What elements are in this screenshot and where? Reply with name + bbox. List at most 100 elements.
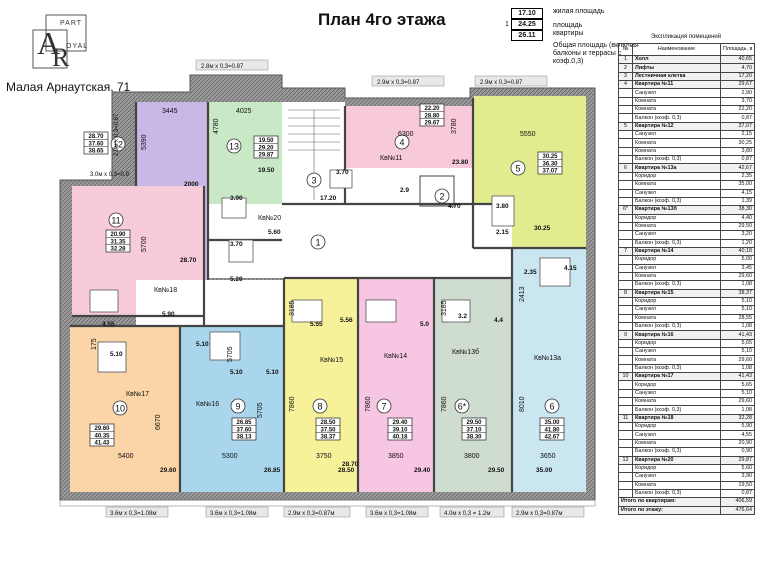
explication-cell-no: [618, 480, 633, 490]
explication-cell-area: 4,15: [720, 188, 755, 198]
explication-cell-name: Балкон (коэф. 0,3): [632, 113, 721, 123]
room-total-6s: 38.30: [466, 435, 482, 441]
explication-cell-name: Коридор: [632, 463, 721, 474]
explication-cell-no: [618, 188, 633, 198]
explication-cell-area: 5,65: [720, 380, 755, 390]
explication-cell-area: 29,50: [720, 221, 755, 232]
explication-cell-name: Санузел: [632, 472, 721, 482]
explication-cell-no: [618, 430, 633, 440]
explication-cell-no: [618, 230, 633, 240]
dim-6670: 6670: [155, 414, 162, 430]
explication-cell-name: Квартира №16: [632, 330, 721, 340]
explication-row: Балкон (коэф. 0,3)1,08: [618, 405, 755, 415]
explication-cell-area: 3,70: [720, 96, 755, 107]
legend-sample-living: 17.10: [511, 8, 543, 19]
dim-5705-b: 5705: [257, 402, 264, 418]
area-3-90: 3.90: [230, 195, 243, 202]
explication-cell-name: Санузел: [632, 263, 721, 273]
explication-cell-no: [618, 138, 633, 148]
explication-cell-no: [618, 146, 633, 157]
explication-cell-area: 4,70: [720, 63, 755, 73]
room-number-7: 7: [381, 402, 386, 412]
room-apartment-10: 40.35: [94, 433, 110, 439]
explication-cell-area: 2,90: [720, 88, 755, 98]
explication-total-value: 476,64: [720, 505, 755, 515]
area-5-90: 5.90: [162, 311, 175, 318]
room-total-13: 29.87: [258, 153, 274, 159]
area-5-55: 5.55: [310, 321, 323, 328]
explication-cell-area: 5,65: [720, 338, 755, 349]
explication-cell-area: 5,10: [720, 305, 755, 315]
room-living-12: 28.70: [88, 134, 104, 140]
area-29-50: 29.50: [488, 467, 505, 474]
explication-cell-name: Квартира №15: [632, 288, 721, 298]
explication-cell-no: [618, 305, 633, 315]
area-28-70-b: 28.70: [342, 461, 359, 468]
room-value-box-11: [105, 229, 131, 253]
area-35-00: 35.00: [536, 467, 553, 474]
room-total-4: 29.67: [424, 121, 440, 127]
balcony-label-bottom-6: 2.9м х 0,3=0.87м: [516, 511, 562, 517]
explication-cell-no: [618, 363, 633, 374]
explication-cell-area: 29,60: [720, 271, 755, 282]
legend-sample-total: 26.11: [511, 30, 543, 41]
explication-total-label: Итого по этажу:: [618, 505, 721, 515]
balcony-label-bottom-3: 2.9м х 0,3=0.87м: [288, 511, 334, 517]
explication-cell-no: [618, 472, 633, 482]
balcony-label-top-1: 2.8м х 0,3=0.87: [201, 64, 244, 70]
explication-cell-no: 3: [618, 71, 633, 82]
explication-row: Балкон (коэф. 0,3)1,20: [618, 238, 755, 248]
explication-cell-area: 3,80: [720, 146, 755, 157]
room-total-11: 32.28: [110, 247, 126, 253]
dim-175: 175: [91, 338, 98, 350]
room-value-box-5: [537, 151, 563, 175]
room-number-circle-6s: [454, 398, 470, 414]
explication-cell-area: 5,90: [720, 422, 755, 432]
dim-8010: 8010: [519, 396, 526, 412]
explication-cell-no: [618, 130, 633, 140]
room-number-10: 10: [115, 404, 125, 414]
explication-cell-area: 4,55: [720, 430, 755, 440]
balcony-label-bottom-4: 3.6м х 0,3=1.08м: [370, 511, 416, 517]
dim-7860-c: 7860: [441, 396, 448, 412]
room-living-9: 26.85: [236, 420, 252, 426]
apartment-name-10: Кв№17: [126, 391, 149, 398]
explication-cell-name: Комната: [632, 438, 721, 449]
explication-row: Балкон (коэф. 0,3)0,87: [618, 155, 755, 165]
room-value-box-12: [83, 131, 109, 155]
explication-cell-name: Квартира №13а: [632, 163, 721, 173]
explication-cell-area: 41,43: [720, 330, 755, 340]
logo-text-part: PART: [60, 20, 82, 27]
legend-apartment-label: площадь квартиры: [553, 22, 584, 37]
room-living-13: 19.50: [258, 138, 274, 144]
room-value-box-8: [315, 417, 341, 441]
area-30-25: 30.25: [534, 225, 551, 232]
explication-cell-name: Балкон (коэф. 0,3): [632, 405, 721, 415]
room-apartment-11: 31.35: [110, 239, 126, 245]
explication-cell-name: Санузел: [632, 347, 721, 357]
dim-7860-a: 7860: [289, 396, 296, 412]
dim-3185-a: 3185: [289, 300, 296, 316]
explication-row: Балкон (коэф. 0,3)1,08: [618, 321, 755, 332]
lift-shaft: [419, 175, 455, 207]
room-apartment-8: 37.50: [320, 427, 336, 433]
explication-total-label: Итого по квартирам:: [618, 497, 721, 507]
explication-cell-no: [618, 105, 633, 115]
explication-cell-name: Коридор: [632, 380, 721, 390]
room-apartment-13: 29.20: [258, 145, 274, 151]
explication-cell-name: Квартира №11: [632, 80, 721, 90]
